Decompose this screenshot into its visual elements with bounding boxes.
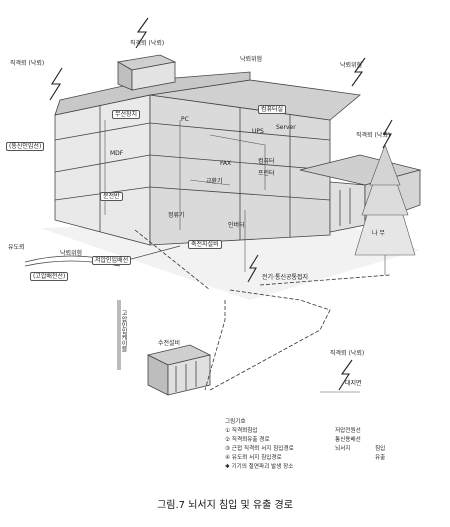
lightning-bolts	[49, 17, 393, 391]
label-direct-strike-right: 직격뢰 (낙뢰)	[356, 132, 391, 139]
legend-line-item-4: 침입	[375, 446, 386, 452]
bolt-ground	[338, 359, 353, 391]
utility-pole	[117, 300, 121, 370]
label-power-line: (고압배전선)	[30, 272, 69, 281]
bolt-left	[49, 67, 63, 101]
legend-title: 그림기호	[225, 419, 246, 425]
label-direct-strike-bottom: 직격뢰 (낙뢰)	[330, 350, 365, 357]
label-tree: 나 무	[372, 230, 385, 237]
label-low-voltage-line: 저압인입배선	[92, 256, 132, 265]
legend-item-1: ① 직격뢰침입	[225, 428, 258, 434]
label-pole: 고압인입케이블	[120, 310, 127, 352]
label-direct-strike-top: 직격뢰 (낙뢰)	[130, 40, 165, 47]
label-substation: 수전설비	[158, 340, 181, 347]
label-direct-strike-left: 직격뢰 (낙뢰)	[10, 60, 45, 67]
label-antenna-wire: 유도뢰	[8, 244, 25, 251]
label-lightning-danger-mid: 낙뢰위험	[60, 250, 83, 257]
legend: 그림기호 ① 직격뢰침입 ② 직격뢰유출 경로 ③ 근접 직격뢰 서지 침입경로…	[225, 418, 425, 488]
bolt-top	[135, 17, 149, 49]
label-substation-panel: 축전지설비	[188, 240, 222, 249]
building	[54, 71, 422, 246]
legend-line-item-5: 유출	[375, 455, 386, 461]
label-distribution-board: 분전반	[100, 192, 123, 201]
substation-box	[146, 344, 212, 396]
label-inverter: 인버터	[228, 222, 245, 229]
label-exchange: 교환기	[206, 178, 223, 185]
bolt-mid	[247, 254, 259, 283]
legend-line-item-2: 통신용배선	[335, 437, 361, 443]
label-ups: UPS	[252, 128, 264, 135]
legend-item-4: ④ 유도뢰 서지 침입경로	[225, 455, 282, 461]
label-ground: 대지면	[345, 380, 362, 387]
legend-item-5: ✱ 기기의 절연파괴 발생 장소	[225, 464, 294, 470]
bolt-tree	[382, 119, 393, 149]
label-mdf: MDF	[110, 150, 124, 157]
legend-item-3: ③ 근접 직격뢰 서지 침입경로	[225, 446, 294, 452]
label-server: Server	[276, 124, 296, 131]
label-ground-electrode: 전기·통신공통접지	[262, 274, 309, 281]
label-radio-equipment: 무선장치	[112, 110, 141, 119]
figure-caption: 그림.7 뇌서지 침입 및 유출 경로	[157, 500, 293, 511]
label-comm-lead-in: (통신인입선)	[6, 142, 45, 151]
label-pc: PC	[181, 116, 189, 123]
label-computer: 컴퓨터	[258, 158, 275, 165]
label-computer-room: 컴퓨터실	[258, 105, 287, 114]
label-printer: 프린터	[258, 170, 275, 177]
label-fax: FAX	[220, 160, 232, 167]
rooftop-penthouse	[116, 54, 177, 91]
legend-line-item-3: 뇌서지	[335, 446, 351, 452]
legend-line-item-1: 저압전원선	[335, 428, 361, 434]
tree	[354, 144, 416, 275]
label-junction-box: 정류기	[168, 212, 185, 219]
label-lightning-danger-top: 낙뢰위험	[240, 56, 263, 63]
bolt-right	[351, 57, 366, 87]
legend-item-2: ② 직격뢰유출 경로	[225, 437, 270, 443]
surge-paths	[134, 229, 391, 391]
label-lightning-danger-right: 낙뢰위험	[340, 62, 363, 69]
